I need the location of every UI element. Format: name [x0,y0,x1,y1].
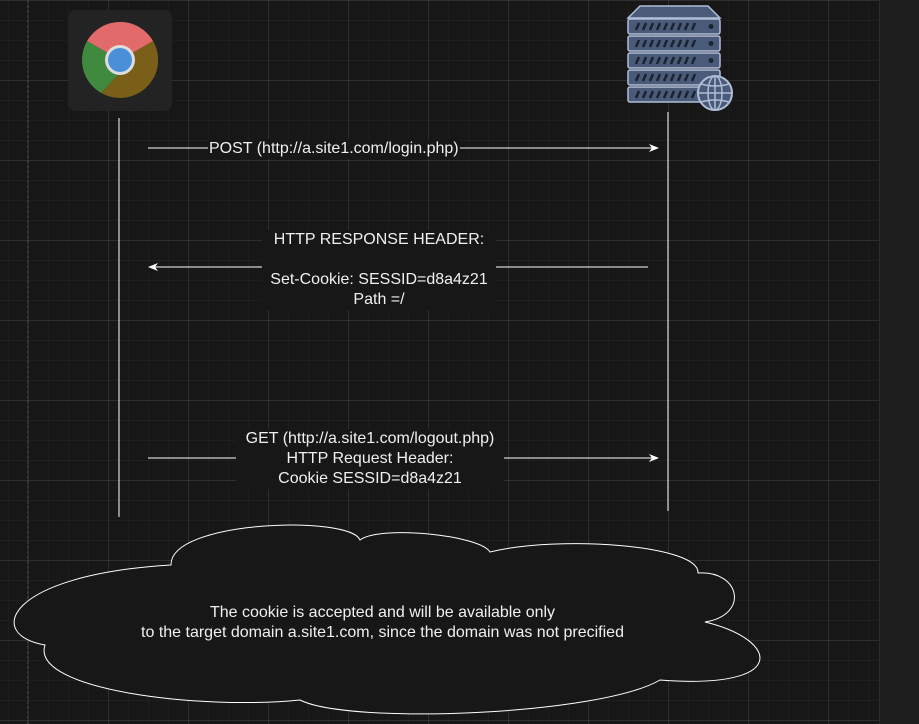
server-vent-slot [648,56,655,65]
note-text: The cookie is accepted and will be avail… [90,603,675,643]
server-vent-slot [683,73,690,82]
server-vent-slot [683,39,690,48]
note-line: to the target domain a.site1.com, since … [141,624,624,641]
chrome-browser-icon[interactable] [68,10,172,111]
server-rack-unit [627,35,721,52]
message-line: GET (http://a.site1.com/logout.php) [245,430,495,447]
server-vent-slot [634,56,641,65]
message-line: HTTP RESPONSE HEADER: [273,231,485,248]
server-vent-slot [669,56,676,65]
message-line: Path =/ [353,291,405,308]
server-vent-slot [662,39,669,48]
message-label-response: HTTP RESPONSE HEADER: Set-Cookie: SESSID… [262,230,496,310]
server-vent-slot [676,39,683,48]
message-line [263,250,495,270]
message-label-post: POST (http://a.site1.com/login.php) [208,139,460,159]
server-rack-unit [627,52,721,69]
message-label-get: GET (http://a.site1.com/logout.php) HTTP… [236,429,504,489]
server-vent-slot [669,90,676,99]
canvas-right-panel-edge [879,0,919,724]
server-vent-slot [662,73,669,82]
server-vent-slot [676,22,683,31]
server-status-light [708,41,714,46]
server-vent-slot [634,39,641,48]
server-vent-slot [683,22,690,31]
server-vent-slot [690,56,697,65]
server-vent-slot [634,90,641,99]
server-vent-slot [634,73,641,82]
web-server-icon[interactable] [626,5,733,111]
server-vent-slot [648,90,655,99]
server-vent-slot [634,22,641,31]
note-line: The cookie is accepted and will be avail… [209,604,556,621]
server-vent-slot [655,56,662,65]
server-vent-slot [655,39,662,48]
server-vent-slot [690,90,697,99]
message-line: Cookie SESSID=d8a4z21 [278,470,462,487]
server-vent-slot [648,22,655,31]
server-status-light [708,58,714,63]
message-line: Set-Cookie: SESSID=d8a4z21 [270,271,488,288]
message-line: POST (http://a.site1.com/login.php) [209,140,459,157]
server-vent-slot [648,39,655,48]
server-vent-slot [641,39,648,48]
server-vent-slot [655,90,662,99]
server-vent-slot [655,73,662,82]
server-vent-slot [669,22,676,31]
server-vent-slot [648,73,655,82]
server-vent-slot [676,73,683,82]
server-vent-slot [669,73,676,82]
server-vent-slot [676,56,683,65]
server-vent-slot [683,90,690,99]
server-status-light [708,24,714,29]
globe-icon [697,75,733,111]
server-vent-slot [690,73,697,82]
server-vent-slot [676,90,683,99]
server-vent-slot [662,90,669,99]
note-cloud [13,524,761,715]
server-vent-slot [662,22,669,31]
message-line: HTTP Request Header: [286,450,454,467]
server-vent-slot [641,22,648,31]
server-vent-slot [641,73,648,82]
server-vent-slot [662,56,669,65]
server-vent-slot [683,56,690,65]
server-vent-slot [690,39,697,48]
canvas-left-guide [27,0,28,724]
server-vent-slot [690,22,697,31]
server-vent-slot [669,39,676,48]
server-vent-slot [641,56,648,65]
server-rack-unit [627,18,721,35]
server-vent-slot [641,90,648,99]
server-vent-slot [655,22,662,31]
